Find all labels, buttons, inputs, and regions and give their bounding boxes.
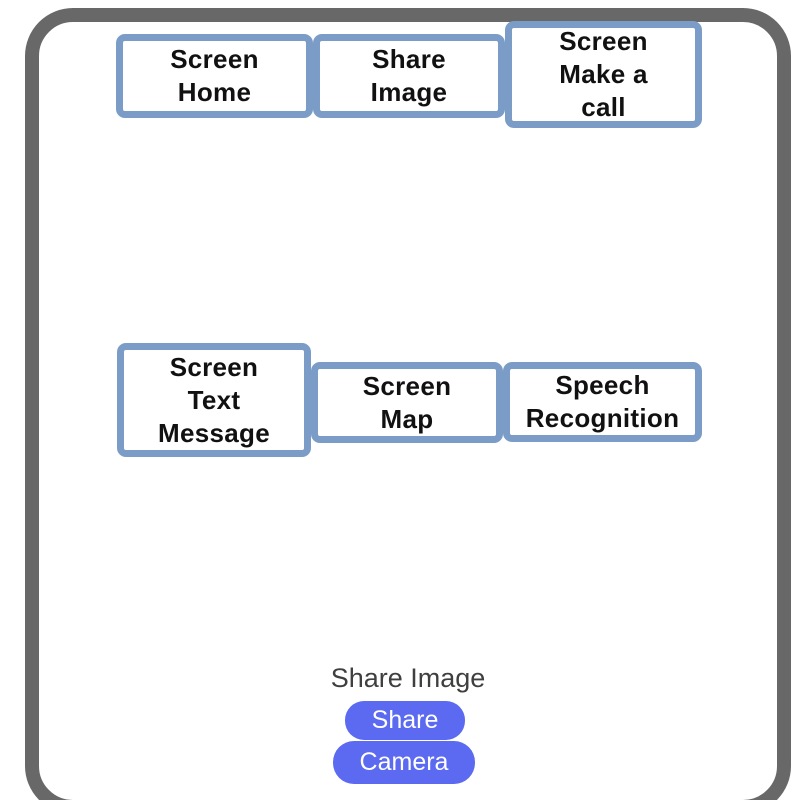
screen-box-speech-recognition[interactable]: Speech Recognition: [503, 362, 702, 442]
screen-box-home[interactable]: Screen Home: [116, 34, 313, 118]
share-image-title: Share Image: [330, 663, 486, 693]
screen-box-map-label: Screen Map: [362, 370, 452, 434]
screen-box-text-message-label: Screen Text Message: [158, 351, 270, 448]
screen-box-make-a-call[interactable]: Screen Make a call: [505, 21, 702, 128]
camera-button-label: Camera: [359, 748, 449, 776]
share-button-label: Share: [371, 706, 439, 734]
screen-box-home-label: Screen Home: [170, 44, 259, 107]
screen-box-make-a-call-label: Screen Make a call: [559, 26, 648, 122]
screen-box-share-image[interactable]: Share Image: [313, 34, 505, 118]
screen-box-share-image-label: Share Image: [370, 44, 448, 107]
screen-box-map[interactable]: Screen Map: [311, 362, 503, 443]
screen-box-text-message[interactable]: Screen Text Message: [117, 343, 311, 457]
camera-button[interactable]: Camera: [333, 741, 475, 784]
screen-box-speech-recognition-label: Speech Recognition: [525, 370, 680, 433]
share-button[interactable]: Share: [345, 701, 465, 740]
